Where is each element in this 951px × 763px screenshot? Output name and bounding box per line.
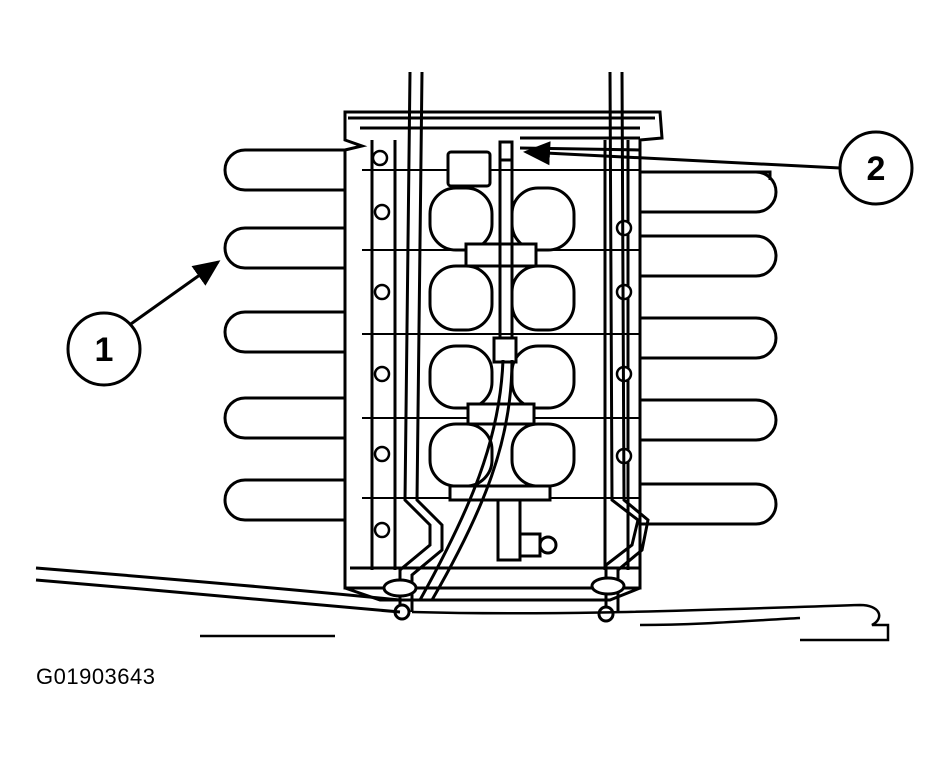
left-intake-runners	[223, 148, 362, 522]
sensor-lead-curve	[418, 359, 514, 601]
top-connector-bar	[519, 136, 772, 180]
ground-lines	[200, 603, 890, 642]
runner-right-3	[640, 316, 778, 360]
central-ports	[428, 150, 576, 502]
callout-2-circle	[838, 130, 914, 206]
callout-1: 1	[66, 260, 221, 387]
center-sensor-wire	[418, 140, 558, 601]
port-connector-2	[466, 402, 536, 426]
runner-left-2	[223, 226, 362, 270]
port-lobe-2-left	[428, 264, 494, 332]
callout-2-number: 2	[867, 150, 886, 188]
right-rod-end	[597, 605, 615, 623]
callout-1-number: 1	[95, 331, 114, 369]
sensor-rod	[498, 142, 514, 360]
runner-left-1	[223, 148, 362, 192]
sensor-clip	[492, 336, 518, 364]
port-lobe-3-right	[510, 344, 576, 410]
left-rod-bottom-nut	[382, 578, 418, 598]
runner-right-4	[640, 398, 778, 442]
right-intake-runners	[640, 170, 778, 526]
runner-left-3	[223, 310, 362, 354]
runner-left-5	[223, 478, 362, 522]
runner-left-4	[223, 396, 362, 440]
bolt-hole-left-5	[373, 445, 391, 463]
bottom-fitting-cap	[538, 535, 558, 555]
bolt-hole-left-1	[371, 149, 389, 167]
port-lobe-4-left	[428, 422, 494, 488]
bolt-hole-left-6	[373, 521, 391, 539]
figure-id-label: G01903643	[36, 664, 156, 689]
bottom-fitting	[518, 532, 542, 558]
bottom-tube-block	[496, 498, 522, 562]
wiring-harness	[35, 566, 401, 614]
right-rod-bottom-nut	[590, 576, 626, 596]
callout-2: 2	[523, 130, 914, 206]
runner-right-5	[640, 482, 778, 526]
bolt-hole-left-4	[373, 365, 391, 383]
runner-right-2	[640, 234, 778, 278]
port-lobe-1-right	[510, 186, 576, 252]
sensor-tip	[498, 140, 514, 162]
manifold-lower-flange	[344, 566, 641, 602]
callout-1-leader	[127, 260, 221, 328]
port-block-top	[446, 150, 492, 188]
port-bottom-stub	[448, 484, 552, 502]
runner-right-1	[640, 170, 778, 214]
callout-1-circle	[66, 311, 142, 387]
port-lobe-4-right	[510, 422, 576, 488]
port-lobe-3-left	[428, 344, 494, 410]
callout-2-leader	[523, 141, 841, 170]
port-lobe-1-left	[428, 186, 494, 252]
right-vertical-rod	[590, 71, 650, 623]
manifold-top-lip	[348, 116, 655, 130]
bolt-hole-left-3	[373, 283, 391, 301]
port-lobe-2-right	[510, 264, 576, 332]
bolt-hole-left-2	[373, 203, 391, 221]
